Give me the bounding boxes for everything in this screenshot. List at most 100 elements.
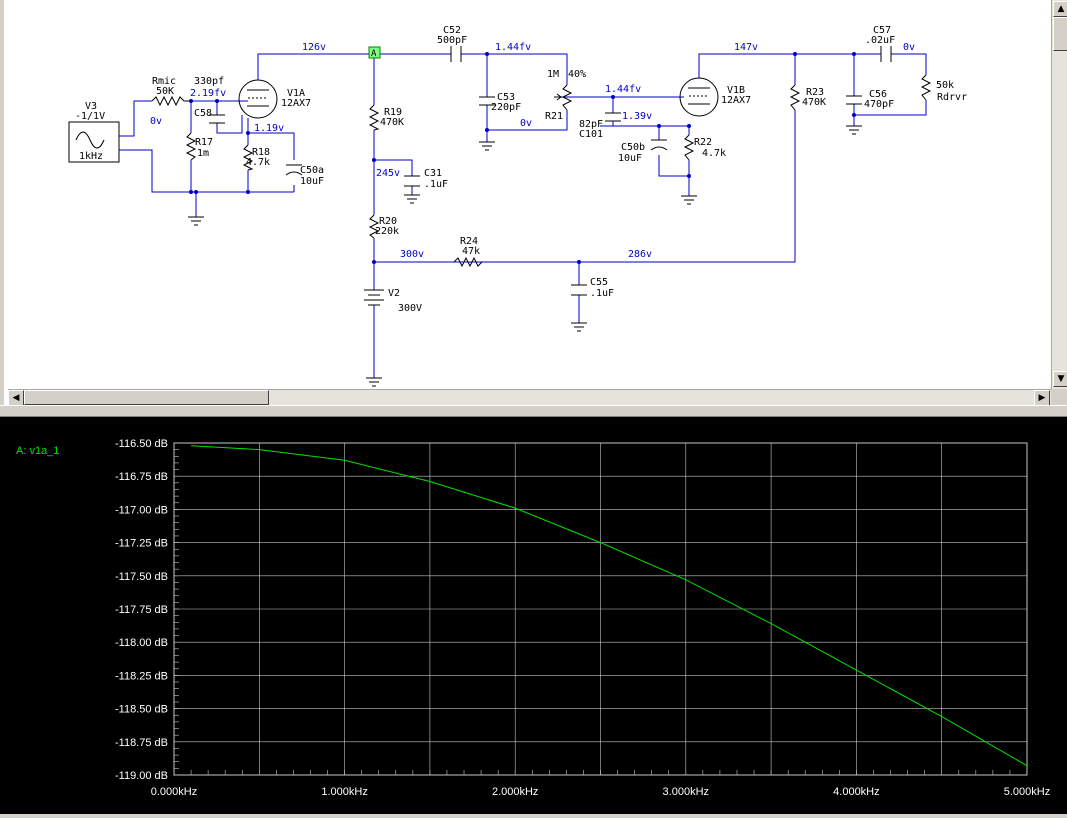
label-v1a-value: 12AX7 (281, 98, 311, 109)
label-r19-value: 470K (380, 117, 404, 128)
scroll-up-button[interactable]: ▲ (1053, 1, 1067, 17)
label-r18-name: R18 (252, 147, 270, 158)
node-voltage: 245v (376, 168, 400, 179)
label-v1a-name: V1A (287, 88, 305, 99)
label-v2-name: V2 (388, 288, 400, 299)
label-r17-value: 1m (197, 148, 209, 159)
scroll-down-button[interactable]: ▼ (1053, 371, 1067, 387)
node-voltage: 1.39v (622, 111, 652, 122)
label-c50b-value: 10uF (618, 153, 642, 164)
label-c56-value: 470pF (864, 99, 894, 110)
label-c55-name: C55 (590, 277, 608, 288)
label-rdrvr-name: Rdrvr (937, 92, 967, 103)
label-c53-value: 220pF (491, 102, 521, 113)
node-voltage-labels: 126v 2.19fv 0v 1.19v 1.44fv 0v 1.44fv 1.… (150, 42, 915, 260)
label-v3-value: -1/1V (75, 111, 105, 122)
pane-splitter[interactable] (0, 405, 1067, 417)
x-tick-label: 0.000kHz (151, 786, 197, 798)
vertical-scroll-thumb[interactable] (1053, 17, 1067, 51)
x-tick-label: 4.000kHz (833, 786, 879, 798)
grid (173, 442, 1028, 776)
label-r22-value: 4.7k (702, 148, 726, 159)
label-rmic-value: 50K (156, 86, 174, 97)
label-c52-name: C52 (443, 25, 461, 36)
node-voltage: 1.44fv (495, 42, 531, 53)
label-c57-name: C57 (873, 25, 891, 36)
label-v1b-name: V1B (727, 85, 745, 96)
label-c58-value: 330pf (194, 76, 224, 87)
node-voltage: 1.19v (254, 123, 284, 134)
ground-symbols (188, 125, 862, 387)
label-r23-name: R23 (806, 87, 824, 98)
node-voltage: 147v (734, 42, 758, 53)
label-v3-freq: 1kHz (79, 151, 103, 162)
wires (119, 53, 927, 378)
label-r18-value: 4.7k (246, 157, 270, 168)
schematic-canvas[interactable]: A 126v 2.19fv 0v 1.19v 1.44fv 0v 1.44fv … (4, 0, 1051, 389)
node-voltage: 0v (903, 42, 915, 53)
scroll-left-button[interactable]: ◀ (8, 390, 24, 406)
graph-canvas: A: v1a_1 -116.50 dB-116.75 dB-117.00 dB-… (16, 438, 1050, 798)
label-r23-value: 470K (802, 97, 826, 108)
probe-node-label: A (371, 49, 377, 59)
y-tick-label: -117.75 dB (115, 604, 168, 616)
label-c50a-name: C50a (300, 165, 324, 176)
x-tick-label: 5.000kHz (1004, 786, 1050, 798)
probe-node-a[interactable] (368, 46, 381, 59)
y-tick-label: -117.25 dB (115, 538, 168, 550)
trace-line (191, 445, 1028, 767)
label-c56-name: C56 (869, 89, 887, 100)
label-c101-value: 82pF (579, 119, 603, 130)
label-r21-setting: 40% (568, 69, 586, 80)
trace-legend-label: A: v1a_1 (16, 445, 59, 457)
horizontal-scrollbar[interactable]: ◀ ▶ (8, 389, 1051, 406)
x-tick-label: 2.000kHz (492, 786, 538, 798)
vertical-scrollbar[interactable]: ▲ ▼ (1051, 0, 1067, 389)
bottom-border (0, 814, 1067, 818)
label-r20-name: R20 (379, 216, 397, 227)
x-tick-label: 3.000kHz (663, 786, 709, 798)
y-tick-label: -118.25 dB (115, 670, 168, 682)
horizontal-scroll-thumb[interactable] (24, 390, 269, 405)
label-v3-name: V3 (85, 101, 97, 112)
node-voltage: 126v (302, 42, 326, 53)
node-voltage: 1.44fv (605, 84, 641, 95)
label-c50a-value: 10uF (300, 176, 324, 187)
node-voltage: 2.19fv (190, 88, 226, 99)
label-rdrvr-value: 50k (936, 80, 954, 91)
label-r24-name: R24 (460, 236, 478, 247)
label-r17-name: R17 (195, 137, 213, 148)
node-voltage: 286v (628, 249, 652, 260)
label-v1b-value: 12AX7 (721, 95, 751, 106)
label-v2-value: 300V (398, 303, 422, 314)
components (68, 46, 932, 306)
label-c101-name: C101 (579, 129, 603, 140)
node-voltage: 0v (150, 116, 162, 127)
axis-labels: -116.50 dB-116.75 dB-117.00 dB-117.25 dB… (115, 438, 1050, 798)
scrollbar-corner (1051, 389, 1067, 405)
label-rmic-name: Rmic (152, 76, 176, 87)
y-tick-label: -118.75 dB (115, 737, 168, 749)
y-tick-label: -117.50 dB (115, 571, 168, 583)
component-labels: V3 -1/1V 1kHz Rmic 50K C58 330pf V1A 12A… (75, 25, 967, 314)
label-c58-name: C58 (194, 108, 212, 119)
label-r20-value: 220k (375, 226, 399, 237)
label-c50b-name: C50b (621, 142, 645, 153)
axis-ticks (173, 442, 1028, 776)
y-tick-label: -119.00 dB (115, 770, 168, 782)
y-tick-label: -118.50 dB (115, 704, 168, 716)
label-c57-value: .02uF (865, 35, 895, 46)
scroll-right-button[interactable]: ▶ (1034, 390, 1050, 406)
node-voltage: 300v (400, 249, 424, 260)
schematic-pane[interactable]: A 126v 2.19fv 0v 1.19v 1.44fv 0v 1.44fv … (0, 0, 1067, 406)
label-c31-name: C31 (424, 168, 442, 179)
label-c52-value: 500pF (437, 35, 467, 46)
node-voltage: 0v (520, 118, 532, 129)
label-r22-name: R22 (694, 137, 712, 148)
y-tick-label: -117.00 dB (115, 504, 168, 516)
label-r21-name: R21 (545, 111, 563, 122)
label-r21-value: 1M (547, 69, 559, 80)
y-tick-label: -116.75 dB (115, 471, 168, 483)
node-dots (189, 52, 856, 264)
graph-pane[interactable]: A: v1a_1 -116.50 dB-116.75 dB-117.00 dB-… (0, 417, 1067, 814)
